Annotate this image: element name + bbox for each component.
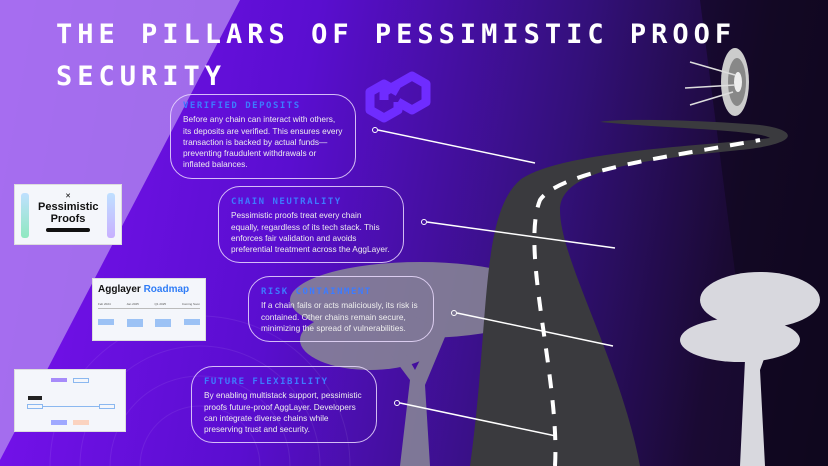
roadmap-item — [126, 319, 143, 327]
pillar-heading: Verified Deposits — [183, 101, 301, 111]
diagram-node — [27, 404, 43, 409]
thumbnail-architecture-diagram — [14, 369, 126, 432]
connector-dot — [372, 127, 378, 133]
diagram-node — [73, 420, 89, 425]
connector-line — [377, 129, 536, 164]
roadmap-item — [183, 319, 200, 325]
pillar-text: By enabling multistack support, pessimis… — [204, 390, 362, 435]
diagram-node — [73, 378, 89, 383]
decor-bar — [107, 193, 115, 238]
connector-line — [426, 221, 616, 249]
roadmap-col: Coming Soon — [181, 302, 200, 306]
thumbnail-pill — [46, 228, 90, 232]
pillar-heading: Chain Neutrality — [231, 197, 342, 207]
connector-line — [399, 402, 557, 437]
diagram-edge — [43, 406, 99, 407]
thumbnail-agglayer-roadmap: Agglayer Roadmap Feb 2024 Jan 2025 Q1 20… — [92, 278, 206, 341]
thumbnail-title-accent: Roadmap — [143, 284, 190, 295]
pillar-card-risk-containment: Risk Containment If a chain fails or act… — [248, 276, 434, 343]
roadmap-col: Q1 2025 — [154, 302, 167, 306]
pillar-heading: Future Flexibility — [204, 377, 329, 387]
target-icon — [684, 48, 749, 116]
thumbnail-title: Pessimistic Proofs — [38, 201, 99, 225]
decor-bar — [21, 193, 29, 238]
roadmap-item — [98, 319, 114, 325]
polygon-logo-icon — [365, 71, 431, 123]
road-dashes — [532, 138, 761, 466]
pillar-card-chain-neutrality: Chain Neutrality Pessimistic proofs trea… — [218, 186, 404, 264]
agglayer-logo-icon: ✕ — [65, 193, 71, 200]
connector-lines — [377, 129, 616, 437]
pillar-text: Before any chain can interact with other… — [183, 114, 343, 170]
connector-dot — [394, 400, 400, 406]
roadmap-item — [155, 319, 172, 327]
connector-line — [456, 312, 614, 347]
diagram-node — [99, 404, 115, 409]
pillar-card-future-flexibility: Future Flexibility By enabling multistac… — [191, 366, 377, 444]
roadmap-col: Jan 2025 — [126, 302, 139, 306]
thumbnail-title: Agglayer — [98, 284, 141, 295]
connector-dot — [421, 219, 427, 225]
dark-band — [700, 0, 828, 466]
roadmap-col: Feb 2024 — [98, 302, 111, 306]
page-title: The Pillars of Pessimistic Proof Securit… — [56, 19, 737, 92]
connector-dot — [451, 310, 457, 316]
pillar-heading: Risk Containment — [261, 287, 372, 297]
pillar-card-verified-deposits: Verified Deposits Before any chain can i… — [170, 94, 356, 179]
diagram-node — [51, 378, 67, 382]
pillar-text: Pessimistic proofs treat every chain equ… — [231, 210, 390, 255]
diagram-node — [28, 396, 42, 400]
thumbnail-pessimistic-proofs: ✕ Pessimistic Proofs — [14, 184, 122, 245]
tree-silhouette-right — [680, 272, 820, 466]
pillar-text: If a chain fails or acts maliciously, it… — [261, 300, 418, 333]
diagram-node — [51, 420, 67, 425]
